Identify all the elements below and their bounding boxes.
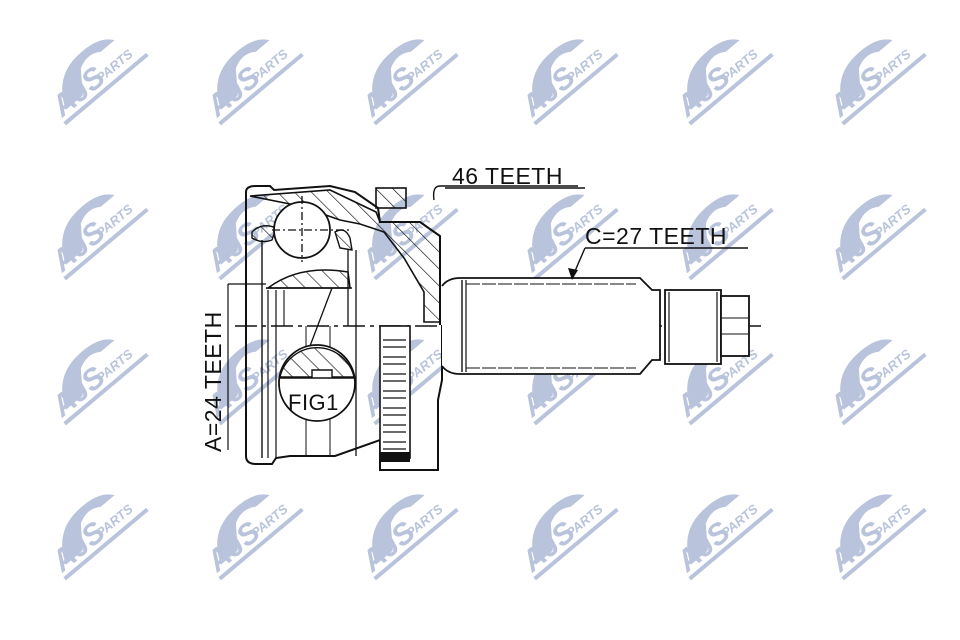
spline-a-label: A=24 TEETH — [200, 311, 226, 452]
abs-ring — [379, 325, 411, 459]
fig1-label: FIG1 — [288, 390, 339, 415]
housing-section — [249, 189, 441, 323]
leader-46-teeth — [432, 185, 578, 201]
fig1-leader — [309, 287, 333, 347]
threaded-end — [664, 289, 722, 365]
spline-c-label: C=27 TEETH — [585, 223, 727, 249]
thread-tip — [720, 295, 750, 357]
stub-shaft — [441, 277, 661, 375]
cage-section — [265, 269, 351, 289]
housing-outline — [245, 192, 443, 471]
abs-teeth — [383, 339, 406, 450]
retainer-block — [375, 187, 407, 209]
outer-teeth-label: 46 TEETH — [452, 163, 563, 189]
